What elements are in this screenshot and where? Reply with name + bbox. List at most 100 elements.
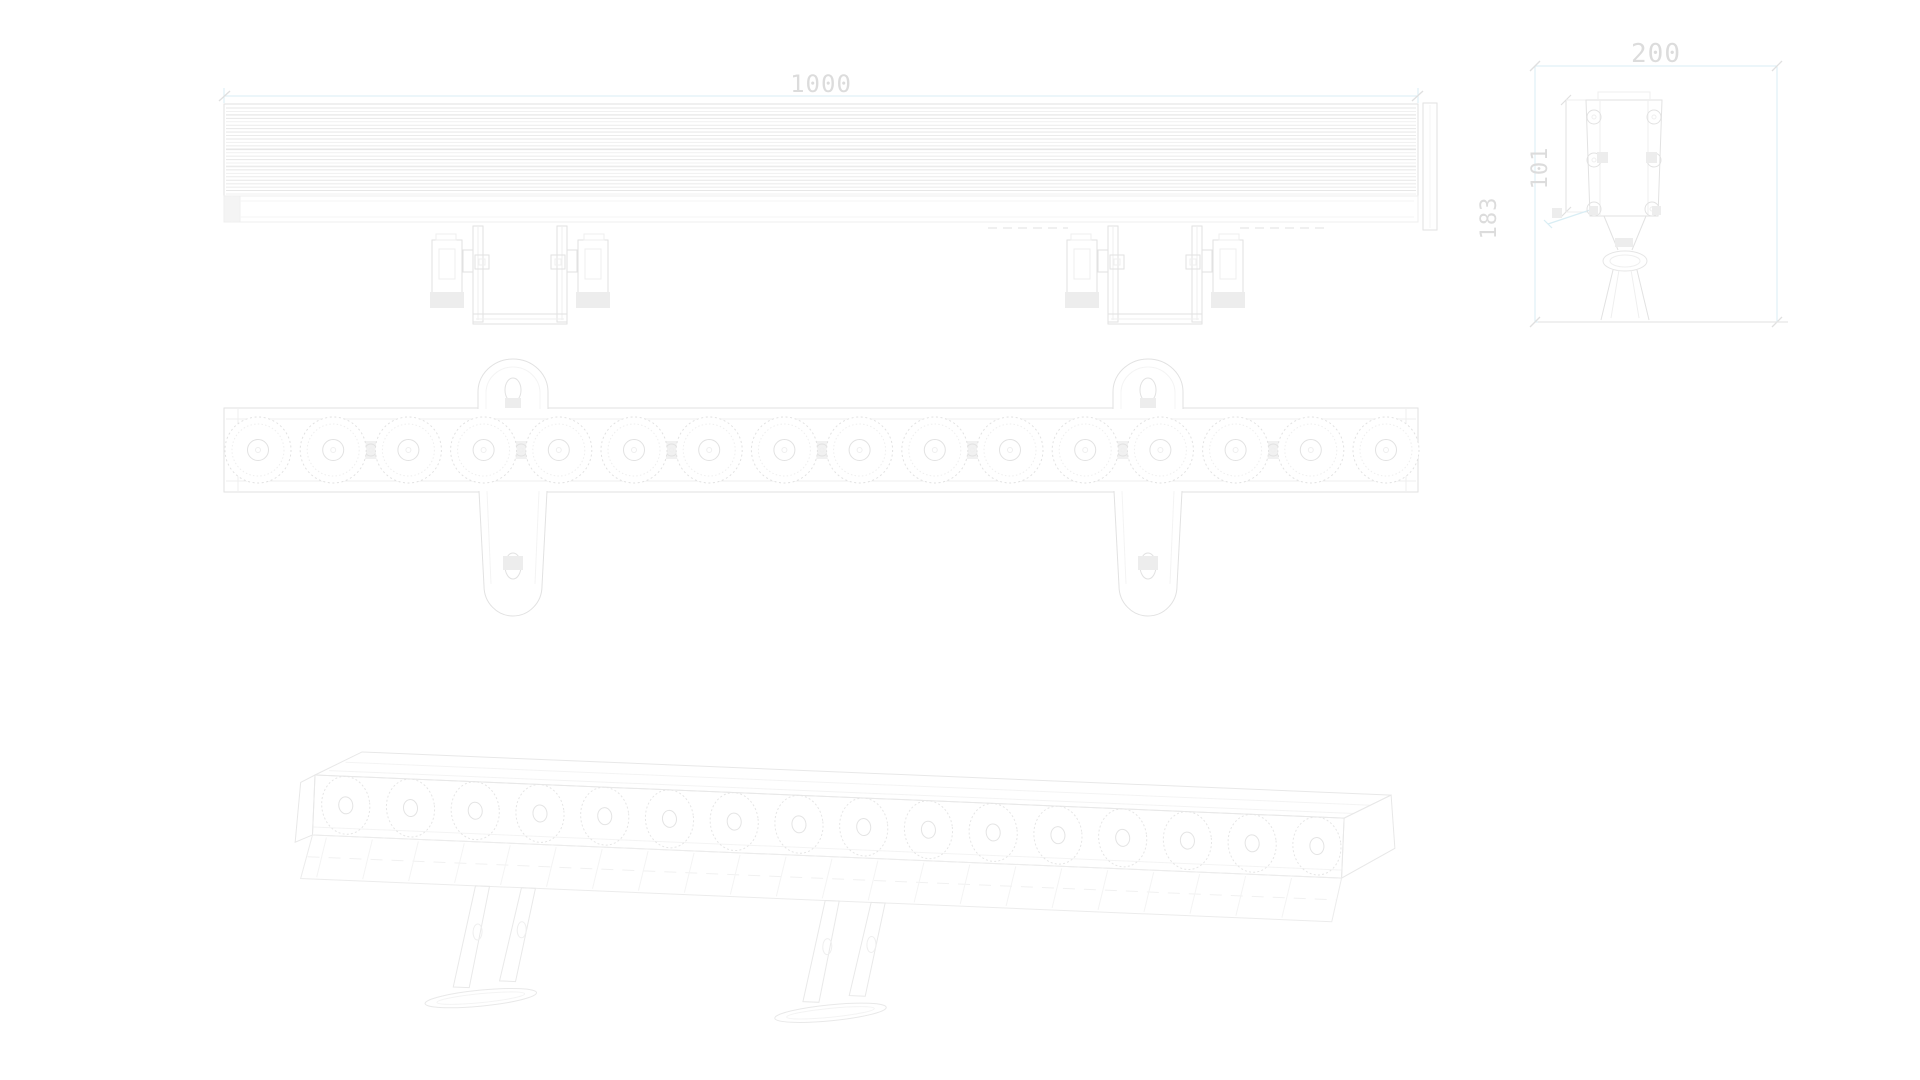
led-lens-inner	[472, 439, 495, 461]
top-view-end-cap	[1422, 102, 1438, 231]
bracket-upper-tab	[477, 358, 549, 409]
wall-plate	[431, 239, 463, 297]
front-view-leds	[224, 416, 1420, 484]
leg-strut	[452, 885, 491, 989]
knob-bolt	[462, 249, 474, 273]
led-lens-inner	[1375, 439, 1397, 461]
fin-hatch	[1051, 868, 1063, 909]
section-view: 200 183 101	[1477, 39, 1788, 328]
leg-strut	[498, 887, 537, 983]
shade-block	[1615, 238, 1633, 247]
dim-arrow	[1411, 90, 1424, 102]
bracket-side-view	[1065, 225, 1245, 325]
led-lens-inner	[547, 439, 570, 461]
fin-hatch	[500, 845, 511, 885]
led-center	[1007, 447, 1013, 453]
front-bracket	[1112, 358, 1184, 617]
led-lens-ring	[231, 423, 285, 477]
screw-boss	[1586, 109, 1602, 125]
led-lens-ring	[1058, 423, 1112, 477]
fin-hatch	[1005, 866, 1017, 907]
leader-tick	[1543, 219, 1553, 229]
led-lens-inner	[848, 439, 871, 461]
perspective-led-inner	[920, 820, 936, 839]
screw-boss-center	[1591, 114, 1597, 120]
perspective-left-cap	[294, 774, 316, 844]
led-lens-ring	[306, 423, 360, 477]
top-view: 1000	[218, 70, 1438, 231]
screw-boss-center	[1651, 114, 1657, 120]
screw-center	[969, 447, 975, 453]
led-center	[931, 447, 938, 453]
knob	[474, 254, 490, 270]
bottom-dash-line	[307, 856, 1337, 901]
led-center	[1232, 447, 1239, 453]
screw-center	[368, 447, 374, 453]
knuckle-leg-inner	[1610, 269, 1620, 319]
shade-block	[1597, 152, 1608, 163]
leg-hole	[516, 921, 527, 939]
screw-center	[1270, 447, 1276, 453]
profile-top-notch	[1597, 91, 1651, 100]
shade-block	[1646, 152, 1657, 163]
shade-block	[503, 556, 523, 570]
perspective-led-lens	[774, 794, 824, 854]
knob-center	[1113, 258, 1121, 266]
shade-block	[1138, 556, 1158, 570]
dimension-overall-length: 1000	[218, 70, 1424, 103]
dimension-section-height-text: 183	[1477, 197, 1502, 240]
fin-hatch	[867, 860, 879, 901]
perspective-led-inner	[467, 801, 483, 820]
fin-hatch	[683, 852, 695, 893]
perspective-led-inner	[661, 809, 677, 828]
front-bracket	[477, 358, 549, 617]
wall-plate	[577, 239, 609, 297]
knob	[1109, 254, 1125, 270]
led-center	[856, 447, 863, 453]
top-view-lens-strip	[223, 195, 1419, 223]
perspective-led-inner	[338, 796, 354, 815]
led-center	[631, 447, 637, 453]
perspective-leg	[774, 899, 887, 1023]
perspective-led-lens	[1227, 813, 1277, 873]
led-center	[1157, 447, 1164, 453]
fin-hatch	[775, 856, 787, 897]
knob-center	[554, 258, 562, 266]
led-lens-inner	[923, 439, 946, 461]
dim-arrow	[1529, 60, 1541, 72]
led-lens-ring	[682, 423, 736, 477]
knuckle-leg	[1600, 269, 1614, 321]
led-lens-ring	[1133, 423, 1187, 477]
dim-arrow	[1771, 60, 1783, 72]
leg-strut	[802, 899, 840, 1003]
perspective-bottom-band	[300, 834, 1343, 923]
led-lens-ring	[908, 423, 962, 477]
led-lens-inner	[1074, 439, 1097, 461]
perspective-led-inner	[726, 812, 742, 831]
led-lens-ring	[757, 423, 811, 477]
screw-boss-center	[1591, 157, 1597, 163]
knob	[1185, 254, 1201, 270]
led-lens-inner	[999, 439, 1021, 461]
wall-plate-slot	[584, 248, 602, 280]
perspective-led-inner	[791, 815, 807, 834]
leg-foot-plate-inner	[436, 991, 526, 1005]
led-lens-ring	[532, 423, 586, 477]
perspective-led-lens	[385, 778, 436, 838]
knuckle-pivot-inner	[1609, 254, 1641, 268]
front-view-brackets	[477, 358, 1184, 617]
front-view	[223, 358, 1420, 617]
knuckle-pivot	[1602, 250, 1648, 272]
knob-bolt	[1097, 249, 1109, 273]
led-lens-ring	[1359, 423, 1413, 477]
bracket-side-view	[430, 225, 610, 325]
wall-plate-lip	[1218, 233, 1240, 241]
led-lens-inner	[247, 439, 269, 461]
fin-hatch	[1281, 877, 1293, 918]
led-center	[255, 447, 261, 453]
shade-block	[1589, 206, 1598, 215]
led-center	[330, 447, 337, 453]
fin-hatch	[408, 841, 419, 882]
fin-hatch	[637, 850, 649, 891]
